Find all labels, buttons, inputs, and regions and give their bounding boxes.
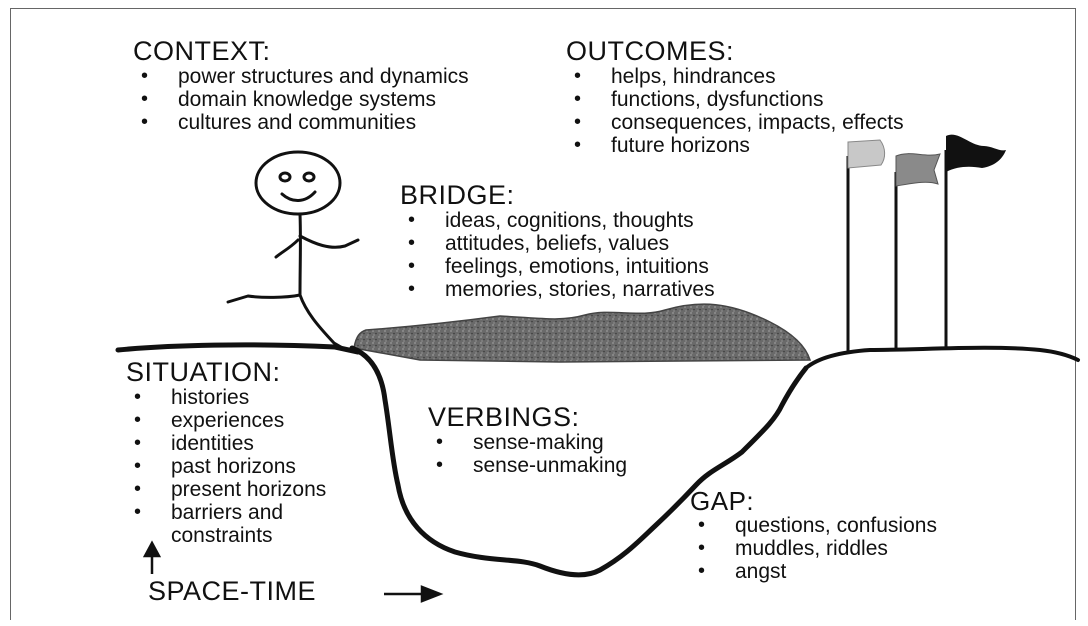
bridge-shape xyxy=(353,303,812,363)
outcomes-heading: OUTCOMES: xyxy=(566,36,735,66)
context-list: power structures and dynamics domain kno… xyxy=(133,65,469,134)
list-item: functions, dysfunctions xyxy=(566,88,904,111)
list-item: present horizons xyxy=(126,478,326,501)
list-item: histories xyxy=(126,386,326,409)
list-item-continuation: constraints xyxy=(171,524,273,547)
space-time-label: SPACE-TIME xyxy=(148,576,317,606)
list-item: cultures and communities xyxy=(133,111,469,134)
stick-figure xyxy=(226,150,360,352)
left-ground xyxy=(115,342,361,355)
gap-section: GAP: questions, confusions muddles, ridd… xyxy=(690,488,937,583)
verbings-section: VERBINGS: sense-making sense-unmaking xyxy=(428,402,627,478)
outcomes-section: OUTCOMES: helps, hindrances functions, d… xyxy=(566,36,904,158)
list-item: ideas, cognitions, thoughts xyxy=(400,209,715,232)
list-item: helps, hindrances xyxy=(566,65,904,88)
list-item: identities xyxy=(126,432,326,455)
context-heading: CONTEXT: xyxy=(133,36,271,66)
list-item: questions, confusions xyxy=(690,514,937,537)
list-item: sense-unmaking xyxy=(428,454,627,477)
bridge-list: ideas, cognitions, thoughts attitudes, b… xyxy=(400,209,715,301)
right-ground xyxy=(804,345,1080,370)
list-item: attitudes, beliefs, values xyxy=(400,232,715,255)
outcomes-list: helps, hindrances functions, dysfunction… xyxy=(566,65,904,157)
bridge-section: BRIDGE: ideas, cognitions, thoughts atti… xyxy=(400,180,715,302)
verbings-list: sense-making sense-unmaking xyxy=(428,431,627,477)
situation-list: histories experiences identities past ho… xyxy=(126,386,326,547)
list-item: past horizons xyxy=(126,455,326,478)
list-item: muddles, riddles xyxy=(690,537,937,560)
list-item: feelings, emotions, intuitions xyxy=(400,255,715,278)
context-section: CONTEXT: power structures and dynamics d… xyxy=(133,36,469,135)
list-item: angst xyxy=(690,560,937,583)
list-item: memories, stories, narratives xyxy=(400,278,715,301)
gap-outline xyxy=(349,345,809,578)
flags xyxy=(846,134,1006,353)
list-item: experiences xyxy=(126,409,326,432)
diagram-frame xyxy=(10,8,1076,620)
space-time-arrows xyxy=(142,540,444,603)
gap-heading: GAP: xyxy=(690,486,755,516)
situation-heading: SITUATION: xyxy=(126,357,281,387)
gap-list: questions, confusions muddles, riddles a… xyxy=(690,514,937,583)
list-item: domain knowledge systems xyxy=(133,88,469,111)
verbings-heading: VERBINGS: xyxy=(428,402,580,432)
list-item: sense-making xyxy=(428,431,627,454)
bridge-heading: BRIDGE: xyxy=(400,180,515,210)
situation-section: SITUATION: histories experiences identit… xyxy=(126,357,326,548)
list-item: future horizons xyxy=(566,134,904,157)
list-item: power structures and dynamics xyxy=(133,65,469,88)
list-item: consequences, impacts, effects xyxy=(566,111,904,134)
list-item: barriers and xyxy=(126,501,326,524)
